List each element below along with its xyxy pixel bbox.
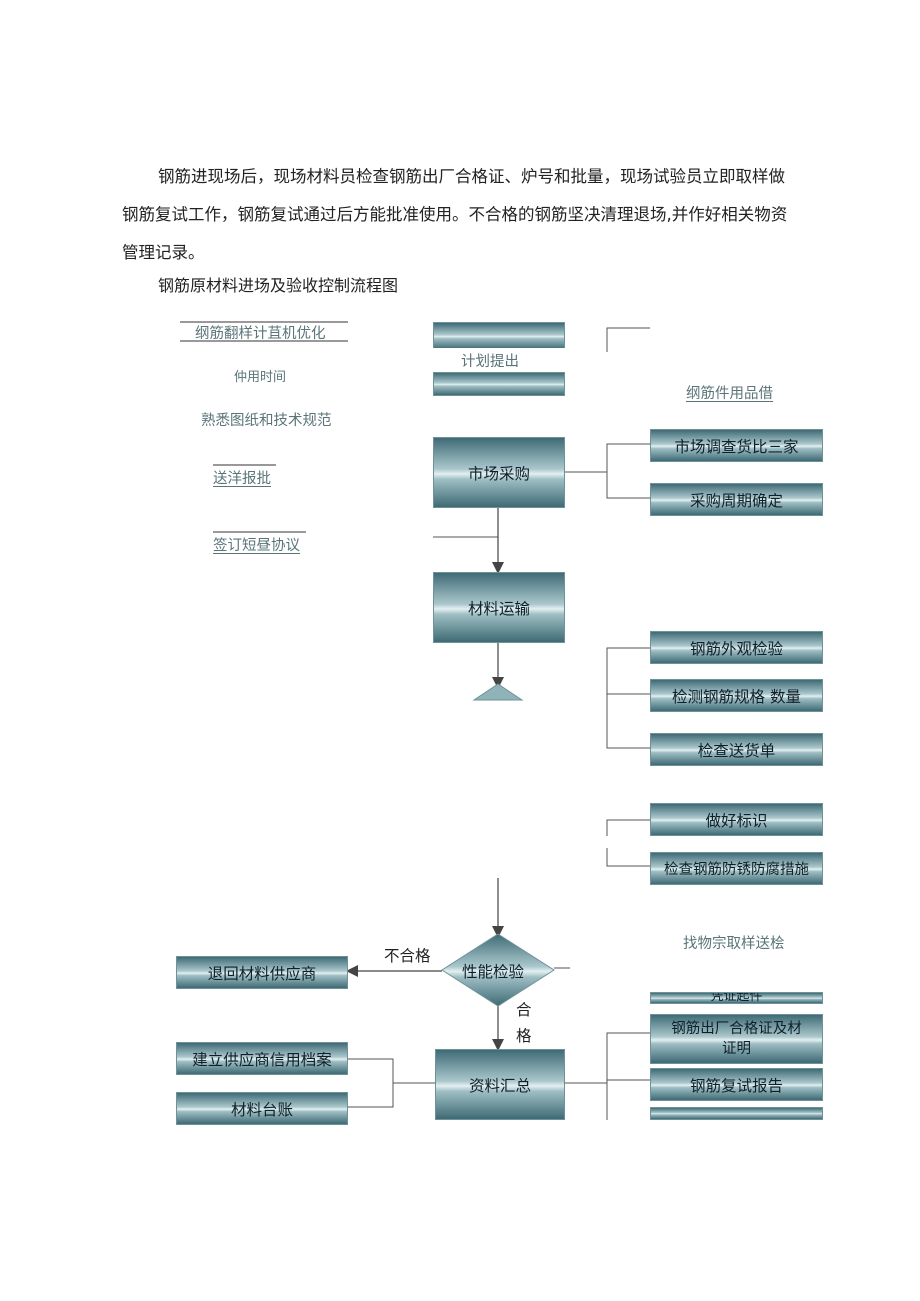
note-sampling: 找物宗取样送桧 [683,936,785,952]
box-appearance-check: 钢筋外观检验 [650,631,823,664]
box-plan-bottom [433,372,565,396]
diamond-performance-check-label: 性能检验 [462,963,525,981]
label-pass-1: 合 [516,1001,532,1019]
note-rebar-optimization: 纲筋翻样计苴机优化 [195,326,326,342]
paragraph-line-1: 钢筋进现场后，现场材料员检查钢筋出厂合格证、炉号和批量，现场试验员立即取样做 [158,167,785,186]
box-delivery-note-check: 检查送货单 [650,733,823,766]
note-drawings: 熟悉图纸和技术规范 [201,413,332,429]
box-supplier-credit-file: 建立供应商信用档案 [176,1042,348,1075]
box-cut-bottom [650,1107,823,1120]
intro-paragraph-cont: 钢筋复试工作，钢筋复试通过后方能批准使用。不合格的钢筋坚决清理退场,并作好相关物… [122,196,812,272]
paragraph-line-2: 钢筋复试工作，钢筋复试通过后方能批准使用。不合格的钢筋坚决清理退场,并作好相关物… [122,205,788,224]
box-material-ledger: 材料台账 [176,1092,348,1125]
box-cut-certificate: 凭证起件 [650,992,823,1004]
flowchart-caption: 钢筋原材料进场及验收控制流程图 [158,276,399,295]
note-sign-agreement: 签订短昼协议 [213,538,300,554]
intro-paragraph: 钢筋进现场后，现场材料员检查钢筋出厂合格证、炉号和批量，现场试验员立即取样做 [122,158,812,196]
box-anticorrosion-check: 检查钢筋防锈防腐措施 [650,852,823,885]
factory-certificate-line2: 证明 [722,1041,751,1057]
note-time: 仲用时间 [234,370,287,385]
factory-certificate-line1: 钢筋出厂合格证及材 [671,1021,802,1037]
box-data-archive: 资料汇总 [435,1049,565,1120]
note-rebar-supply: 纲筋件用品借 [686,386,773,402]
box-material-transport: 材料运输 [433,572,565,643]
note-submit-sample: 送洋报批 [213,471,271,487]
box-return-supplier: 退回材料供应商 [176,956,348,989]
box-factory-certificate: 钢筋出厂合格证及材 证明 [650,1014,823,1064]
cut-certificate-label: 凭证起件 [710,992,763,1004]
box-spec-quantity-check: 检测钢筋规格 数量 [650,679,823,712]
box-plan-top [433,322,565,350]
label-pass-2: 格 [516,1027,532,1045]
box-market-survey: 市场调查货比三家 [650,429,823,462]
box-marking: 做好标识 [650,803,823,836]
box-purchase-period: 采购周期确定 [650,483,823,516]
box-retest-report: 钢筋复试报告 [650,1068,823,1101]
label-fail: 不合格 [384,947,431,965]
box-plan: 计划提出 [433,348,565,372]
paragraph-line-3: 管理记录。 [122,243,205,262]
box-market-purchase: 市场采购 [433,437,565,508]
